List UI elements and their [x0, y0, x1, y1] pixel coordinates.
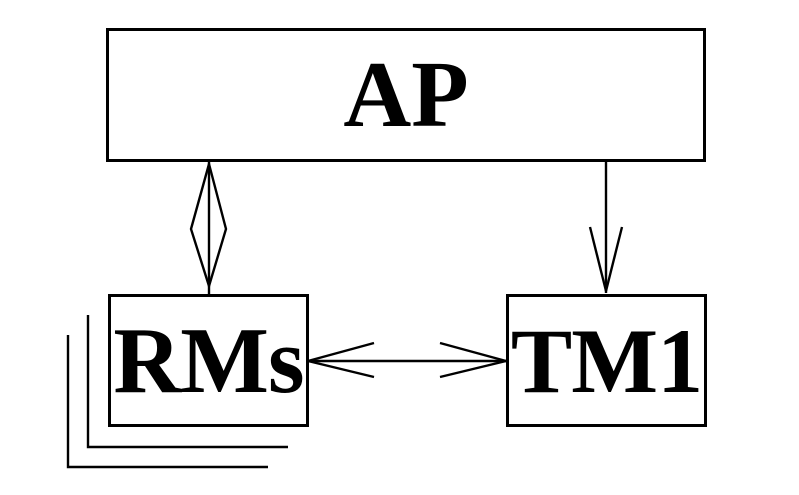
right-arrowhead-icon	[439, 359, 507, 379]
left-arrowhead-icon	[307, 341, 375, 363]
node-rms: RMs	[108, 294, 309, 427]
stack-shadow-outline	[66, 335, 268, 469]
node-ap: AP	[106, 28, 706, 162]
edge-rms-tm1	[307, 341, 507, 379]
right-arrowhead-icon	[439, 341, 507, 363]
node-ap-label: AP	[343, 43, 469, 147]
edge-ap-rms	[189, 159, 228, 295]
down-arrowhead-icon	[604, 226, 624, 292]
node-tm1: TM1	[506, 294, 707, 427]
node-rms-label: RMs	[113, 308, 304, 413]
rms-stack-shadows	[66, 315, 288, 469]
node-tm1-label: TM1	[510, 309, 703, 412]
edge-ap-tm1	[588, 162, 624, 293]
stack-shadow-outline	[86, 315, 288, 449]
down-arrowhead-icon	[588, 226, 608, 292]
left-arrowhead-icon	[307, 359, 375, 379]
diamond-connector-icon	[189, 159, 228, 291]
